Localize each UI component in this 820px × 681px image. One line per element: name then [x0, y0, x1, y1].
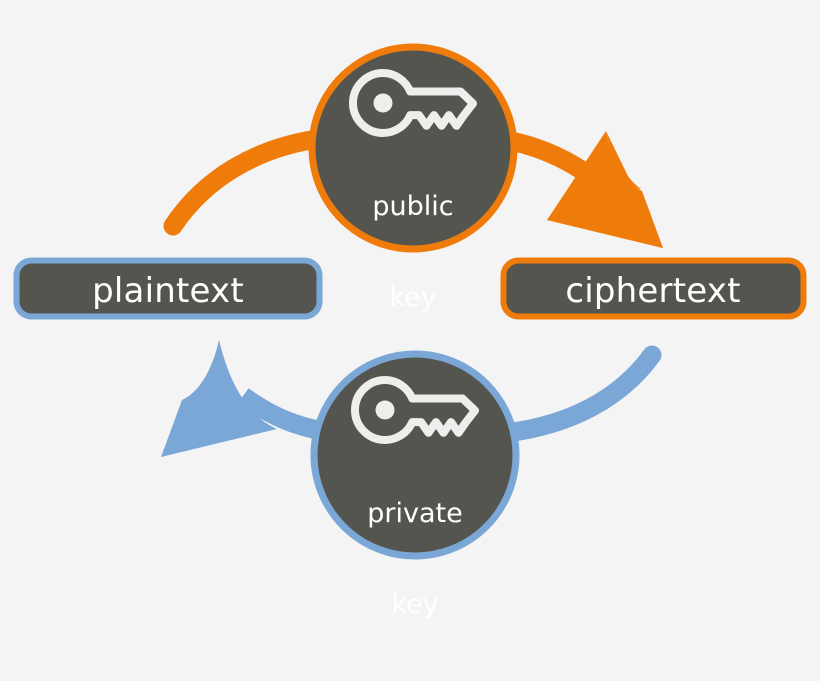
ciphertext-node[interactable]	[500, 257, 807, 320]
key-icon	[349, 69, 477, 137]
ciphertext-box[interactable]	[500, 257, 807, 320]
decrypt-arrow-right-curve	[496, 345, 662, 443]
private-key-circle[interactable]	[310, 350, 520, 560]
key-icon	[351, 376, 479, 444]
plaintext-box[interactable]	[13, 257, 323, 320]
plaintext-node[interactable]	[13, 257, 323, 320]
public-key-circle[interactable]	[308, 43, 518, 253]
private-key-label-line2: key	[391, 589, 439, 621]
decrypt-arrowhead-solid	[161, 340, 277, 457]
encryption-diagram: plaintext ciphertext public key private …	[13, 43, 807, 620]
diagram-canvas	[13, 43, 807, 560]
public-key-node[interactable]	[308, 43, 518, 253]
encrypt-arrowhead-solid	[547, 132, 663, 248]
encrypt-arrow-left-curve	[163, 128, 335, 236]
private-key-node[interactable]	[310, 350, 520, 560]
